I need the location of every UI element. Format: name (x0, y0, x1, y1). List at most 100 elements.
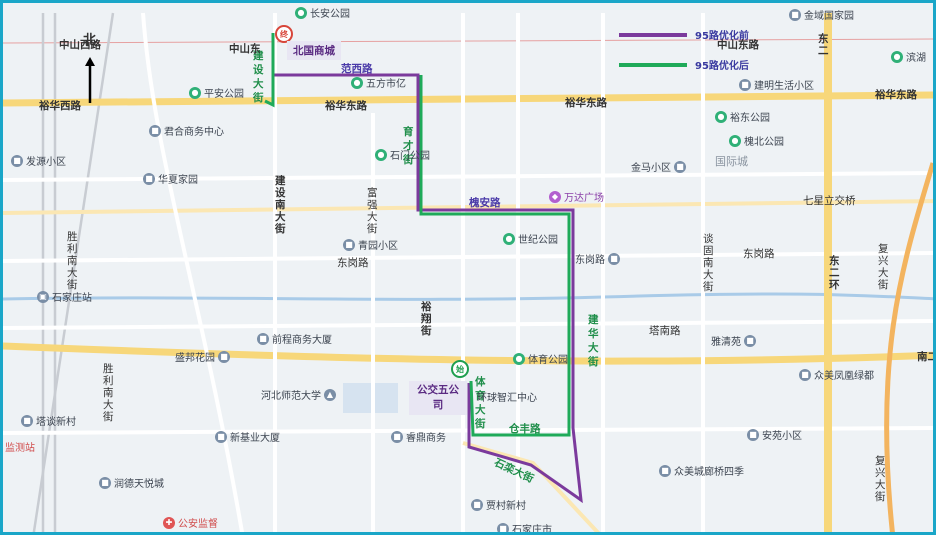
road-qixing: 七星立交桥 (803, 195, 856, 207)
poi-jiancezhan[interactable]: 监测站 (5, 443, 35, 454)
poi-tatan[interactable]: ■塔谈新村 (21, 413, 76, 428)
route-road-cangfeng: 仓丰路 (509, 423, 541, 435)
poi-binhu[interactable]: ●滨湖 (891, 49, 926, 64)
north-arrow-icon (85, 57, 95, 103)
road-donggang-east: 东岗路 (743, 248, 775, 260)
road-shengli-south: 胜利南大街 (103, 363, 114, 423)
poi-jinyu[interactable]: ■金域国家园 (789, 7, 854, 22)
park-icon: ● (375, 148, 387, 161)
route-road-fanxi: 范西路 (341, 63, 373, 75)
legend-label-after: 95路优化后 (695, 61, 749, 72)
end-marker-icon[interactable]: 终 (275, 25, 293, 43)
road-yuhua-west: 裕华西路 (39, 100, 81, 112)
poi-ruiding[interactable]: ■睿鼎商务 (391, 429, 446, 444)
poi-jianming[interactable]: ■建明生活小区 (739, 77, 814, 92)
poi-huanqiu[interactable]: 环球智汇中心 (477, 393, 537, 404)
legend-swatch-after (619, 62, 687, 67)
poi-junhe[interactable]: ■君合商务中心 (149, 123, 224, 138)
road-fuxing: 复兴大街 (878, 243, 889, 291)
poi-shiji-park[interactable]: ●世纪公园 (503, 231, 558, 246)
poi-shijiazhuang-station[interactable]: ▣石家庄站 (37, 289, 92, 304)
road-fuqiang: 富强大街 (367, 187, 378, 235)
legend-label-before: 95路优化前 (695, 31, 749, 42)
road-yuhua-mid: 裕华东路 (325, 100, 367, 112)
building-icon: ■ (471, 498, 483, 511)
building-icon: ■ (799, 368, 811, 381)
train-station-icon: ▣ (37, 290, 49, 303)
road-yuxiang: 裕翔街 (421, 301, 432, 337)
map-canvas (3, 3, 933, 532)
building-icon: ■ (674, 160, 686, 173)
road-fuxing-south: 复兴大街 (875, 455, 886, 503)
poi-zhongmei-fenghuang[interactable]: ■众美凤凰绿都 (799, 367, 874, 382)
poi-yudong-park[interactable]: ●裕东公园 (715, 109, 770, 124)
road-yuhua-center: 裕华东路 (565, 97, 607, 109)
park-icon: ● (351, 76, 363, 89)
poi-wufang[interactable]: ●五方市亿 (351, 75, 406, 90)
poi-guojicheng: 国际城 (715, 155, 748, 168)
route-after-line-north (264, 33, 275, 108)
route-road-tiyu: 体育大街 (475, 376, 486, 430)
poi-tiyu-park[interactable]: ●体育公园 (513, 351, 568, 366)
poi-wanda[interactable]: ◆万达广场 (549, 189, 604, 204)
park-icon: ● (729, 134, 741, 147)
poi-jinma[interactable]: 金马小区■ (631, 159, 686, 174)
poi-fayuan[interactable]: ■发源小区 (11, 153, 66, 168)
poi-shimen-park[interactable]: ●石门公园 (375, 147, 430, 162)
poi-xinjiye[interactable]: ■新基业大厦 (215, 429, 280, 444)
poi-gongan[interactable]: ✚公安监督 (163, 515, 218, 530)
poi-pingan-park[interactable]: ●平安公园 (189, 85, 244, 100)
terminal-south-label: 公交五公司 (409, 381, 467, 415)
poi-huaxia[interactable]: ■华夏家园 (143, 171, 198, 186)
poi-runde[interactable]: ■润德天悦城 (99, 475, 164, 490)
park-icon: ● (891, 50, 903, 63)
building-icon: ■ (11, 154, 23, 167)
road-donggang-west: 东岗路 (337, 257, 369, 269)
police-icon: ✚ (163, 516, 175, 529)
poi-shijiazhuang-city[interactable]: ■石家庄市 (497, 521, 552, 532)
poi-jiacun[interactable]: ■贾村新村 (471, 497, 526, 512)
start-marker-icon[interactable]: 始 (451, 360, 469, 378)
building-icon: ■ (21, 414, 33, 427)
building-icon: ■ (149, 124, 161, 137)
building-icon: ■ (497, 522, 509, 532)
shopping-icon: ◆ (549, 190, 561, 203)
poi-anyuan[interactable]: ■安苑小区 (747, 427, 802, 442)
road-dong2-north: 东二 (818, 33, 829, 57)
route-after-line-south (419, 75, 571, 437)
road-zhongshan-mid: 中山东 (229, 43, 261, 55)
building-icon: ■ (215, 430, 227, 443)
building-icon: ■ (659, 464, 671, 477)
poi-hebei-normal[interactable]: 河北师范大学▲ (261, 387, 336, 402)
park-icon: ● (189, 86, 201, 99)
building-icon: ■ (391, 430, 403, 443)
legend-item-after: 95路优化后 (619, 57, 749, 72)
poi-zhongmei-langqiao[interactable]: ■众美城廊桥四季 (659, 463, 744, 478)
poi-changan-park[interactable]: ●长安公园 (295, 5, 350, 20)
building-icon: ■ (739, 78, 751, 91)
poi-qingyuan[interactable]: ■青园小区 (343, 237, 398, 252)
park-icon: ● (295, 6, 307, 19)
route-road-yucai: 育才街 (403, 126, 414, 166)
north-label: 北 (83, 33, 97, 48)
road-tanan: 塔南路 (649, 325, 681, 337)
park-icon: ● (715, 110, 727, 123)
park-icon: ● (503, 232, 515, 245)
building-icon: ■ (99, 476, 111, 489)
building-icon: ■ (747, 428, 759, 441)
building-icon: ■ (218, 350, 230, 363)
poi-donggang[interactable]: 东岗路■ (575, 251, 620, 266)
building-icon: ■ (143, 172, 155, 185)
poi-shengbang[interactable]: 盛邦花园■ (175, 349, 230, 364)
poi-qiancheng[interactable]: ■前程商务大厦 (257, 331, 332, 346)
road-yuhua-east: 裕华东路 (875, 89, 917, 101)
building-icon: ■ (744, 334, 756, 347)
park-icon: ● (513, 352, 525, 365)
road-jianshe-south: 建设南大街 (275, 175, 286, 235)
legend-item-before: 95路优化前 (619, 27, 749, 42)
route-road-huaian: 槐安路 (469, 197, 501, 209)
route-road-jianhua: 建华大街 (588, 314, 599, 368)
poi-huaibei-park[interactable]: ●槐北公园 (729, 133, 784, 148)
poi-yaqing[interactable]: 雅清苑■ (711, 333, 756, 348)
